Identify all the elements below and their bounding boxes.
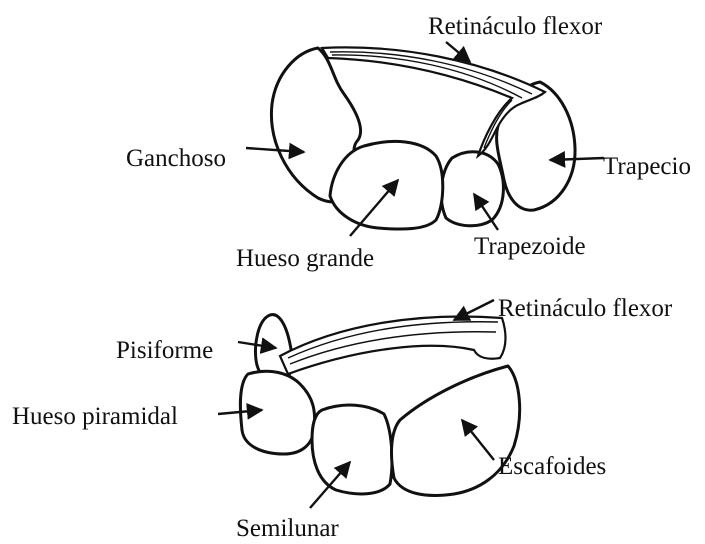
label-retinaculum-bottom: Retináculo flexor bbox=[498, 295, 673, 322]
label-scaphoid: Escafoides bbox=[498, 453, 606, 480]
label-trapezoid: Trapezoide bbox=[474, 233, 586, 260]
triquetrum-bone bbox=[240, 371, 314, 454]
label-hamate: Ganchoso bbox=[126, 145, 226, 172]
label-pisiform: Pisiforme bbox=[116, 337, 213, 364]
proximal-carpal-row bbox=[240, 315, 519, 496]
distal-carpal-row bbox=[271, 47, 575, 229]
flexor-retinaculum-bottom bbox=[280, 317, 506, 374]
label-triquetrum: Hueso piramidal bbox=[12, 403, 178, 430]
trapezoid-bone bbox=[441, 152, 503, 226]
label-capitate: Hueso grande bbox=[236, 245, 374, 272]
label-retinaculum-top: Retináculo flexor bbox=[428, 13, 603, 40]
label-lunate: Semilunar bbox=[236, 515, 339, 542]
capitate-bone bbox=[330, 141, 443, 229]
lunate-bone bbox=[312, 405, 392, 494]
label-trapezium: Trapecio bbox=[603, 153, 691, 180]
